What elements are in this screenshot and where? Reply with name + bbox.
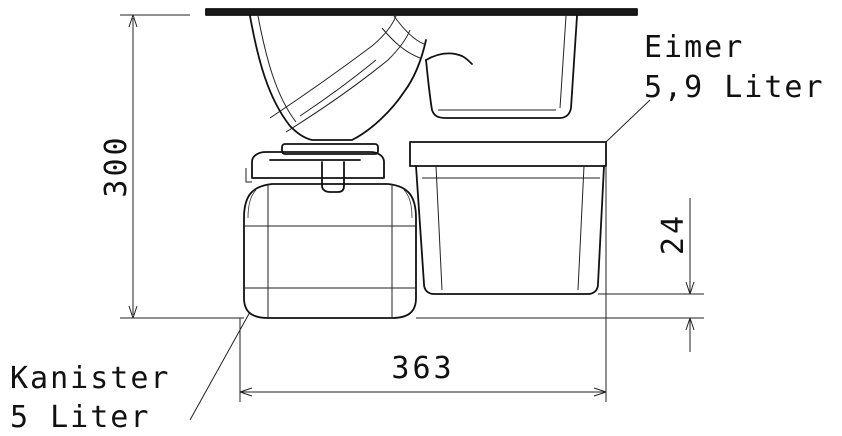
width-value: 363 [391,351,454,386]
height-value: 300 [99,134,134,197]
bucket-name-label: Eimer [644,30,744,65]
urine-insert [425,15,578,119]
canister-leader-line [189,311,251,421]
clearance-dimension: 24 [416,198,704,352]
canister-body [243,183,417,319]
canister-name-label: Kanister [10,361,171,396]
bucket-volume-label: 5,9 Liter [644,70,825,105]
height-dimension: 300 [99,14,244,319]
width-dimension: 363 [239,166,607,402]
canister-coupling [245,143,385,193]
toilet-top-plate [205,8,638,16]
clearance-value: 24 [656,213,691,255]
bucket [409,141,607,295]
bucket-leader-line [605,99,651,143]
toilet-bowl [249,15,427,141]
canister-volume-label: 5 Liter [10,400,150,435]
